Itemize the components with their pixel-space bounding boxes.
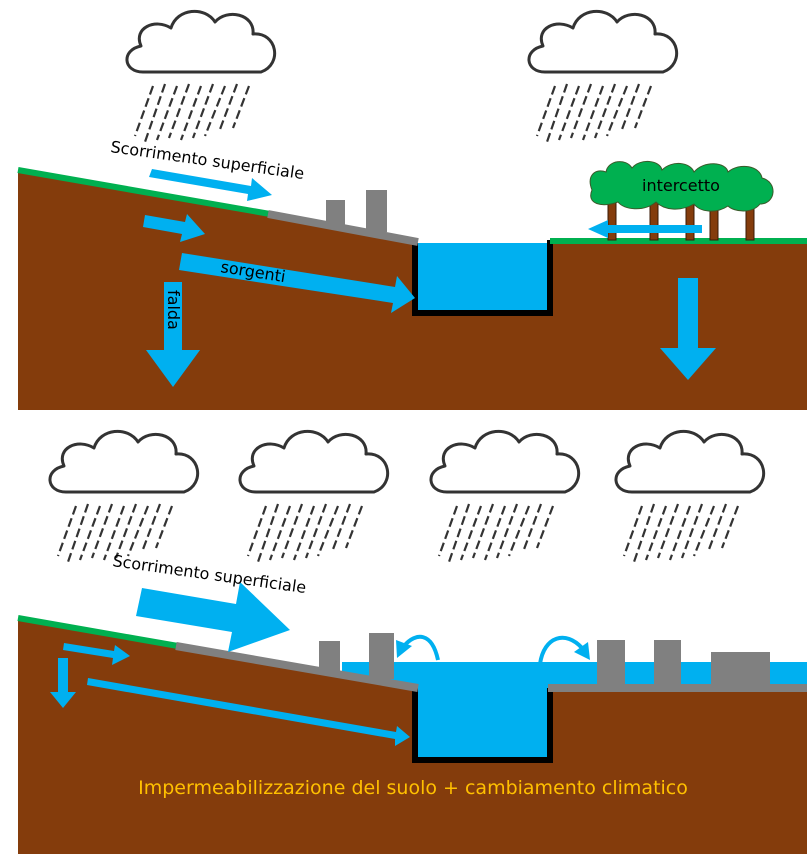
rain-icon [622,502,740,564]
bottom-panel: Scorrimento superficiale Impermeabilizza… [17,429,807,854]
tree-canopy [589,161,774,212]
trees [589,161,774,241]
runoff-label: Scorrimento superficiale [109,137,305,183]
building [326,200,345,228]
top-panel: intercetto Scorrimento superficiale sorg… [17,9,807,410]
springs-arrow [179,253,415,313]
building [597,640,625,686]
caption: Impermeabilizzazione del suolo + cambiam… [138,777,688,799]
springs-arrow [87,678,410,746]
rain-icon [133,82,251,144]
cloud-icon [527,9,679,74]
overflow-arrowhead [396,640,412,658]
cloud-icon [48,429,200,494]
channel-water [417,688,548,758]
rain-icon [535,82,653,144]
interception-arrow [588,220,702,238]
subsurface-arrow [143,214,205,242]
runoff-arrow [149,169,272,201]
cloud-icon [614,429,766,494]
rain-icon [246,502,364,564]
groundwater-arrow [146,282,200,387]
subsurface-arrow [63,643,130,665]
building [319,641,340,671]
cloud-icon [125,9,277,74]
channel-water [417,243,548,311]
groundwater-label: falda [164,290,183,330]
building [654,640,681,686]
building [711,652,770,686]
overflow-arrowhead [574,642,590,660]
cloud-icon [238,429,390,494]
cloud-icon [429,429,581,494]
infiltration-arrow [660,278,716,380]
channel-walls [412,688,553,763]
overflow-arrow [402,634,440,661]
pavement-strip [175,642,419,692]
interception-label: intercetto [642,176,720,195]
building [369,633,394,679]
grass-strip [17,167,271,217]
groundwater-arrow [50,658,76,708]
runoff-label: Scorrimento superficiale [111,551,307,597]
grass-strip [17,615,179,649]
overflow-arrow [538,635,584,665]
rain-icon [437,502,555,564]
channel-walls [412,240,553,316]
building [366,190,387,232]
runoff-arrow [136,582,290,652]
